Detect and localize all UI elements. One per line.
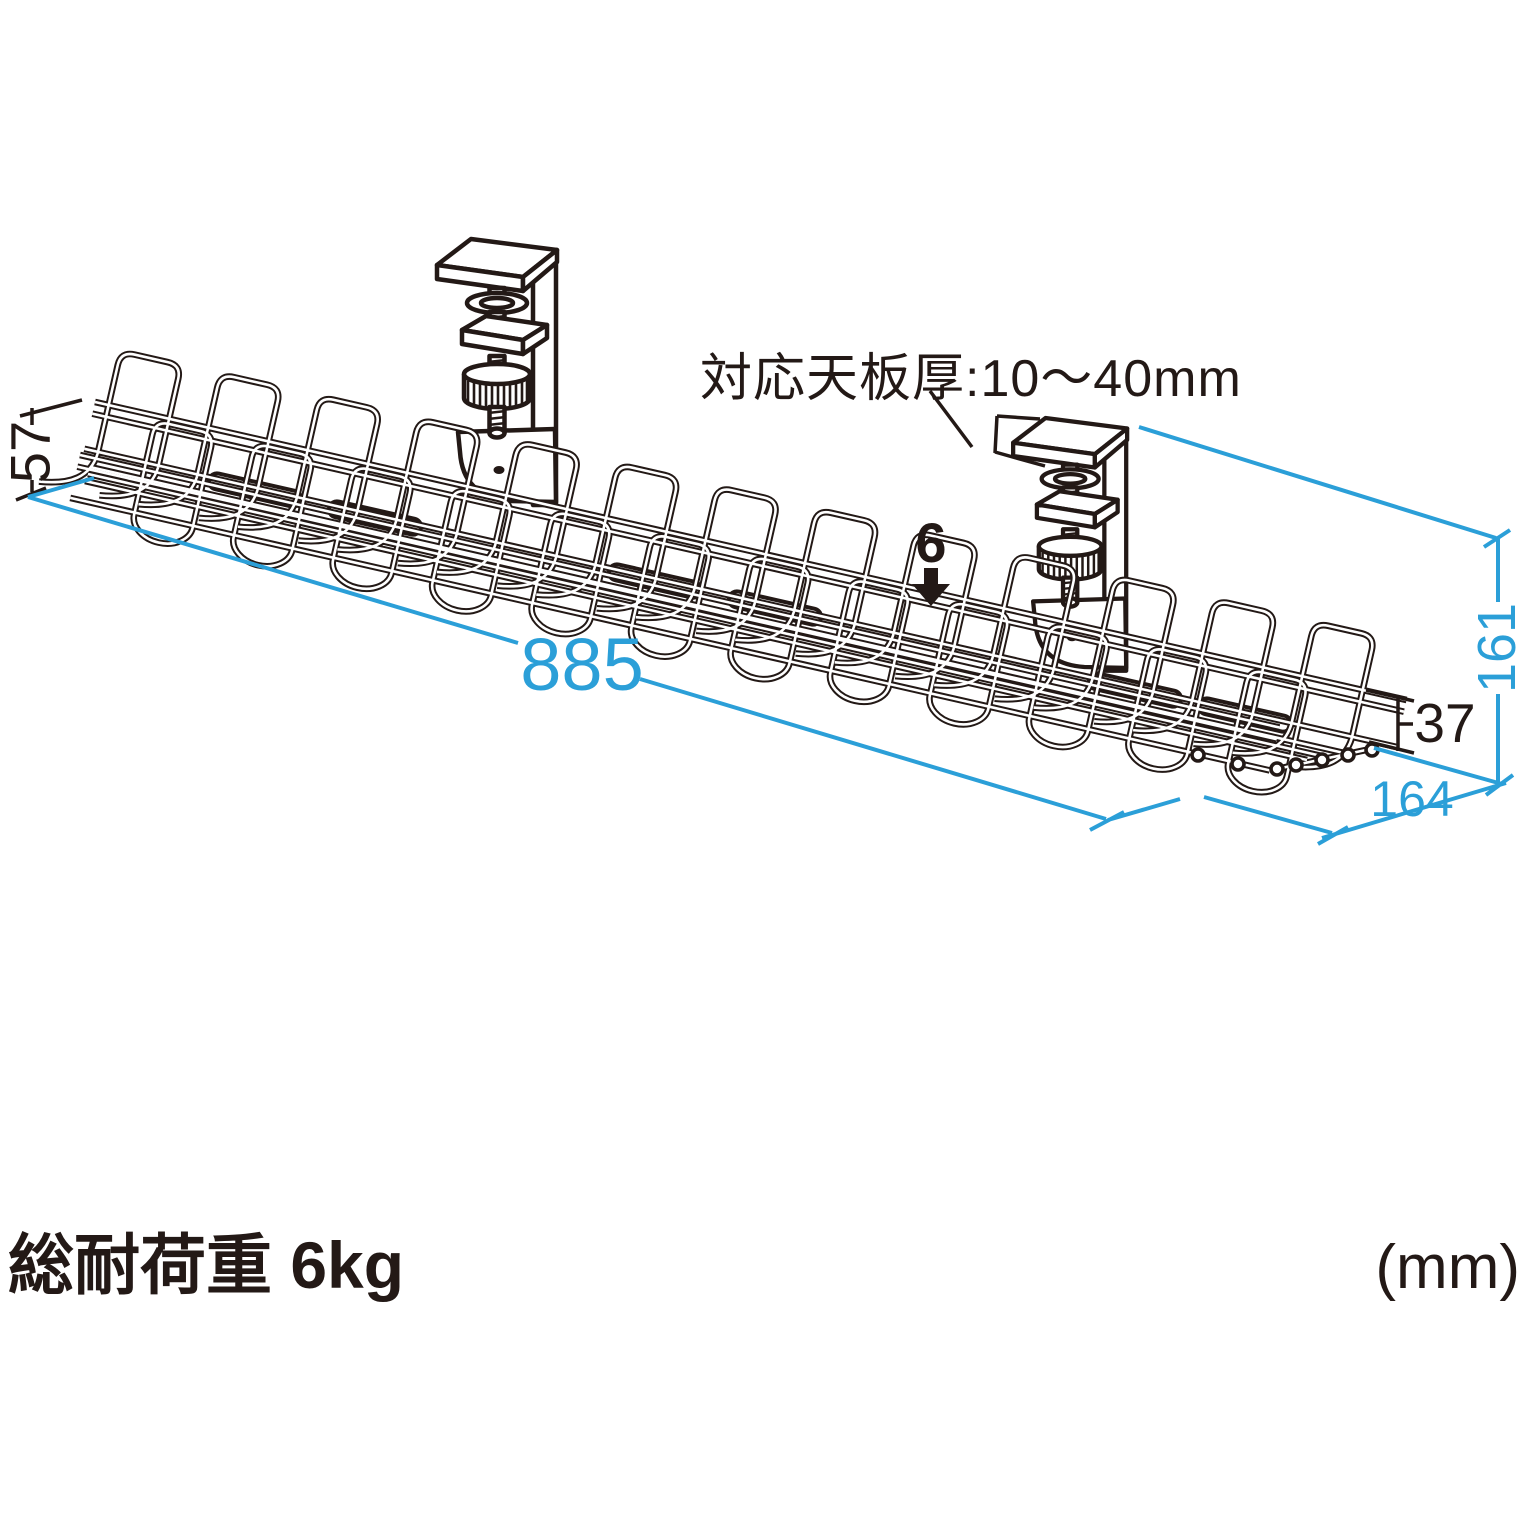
unit-label: (mm) [1375,1233,1520,1302]
dim-161-line [1138,425,1512,786]
dim-164-label: 164 [1370,771,1453,827]
dim-37-label: 37 [1414,692,1475,754]
desk-edge-lines [993,414,1046,468]
dim-885-line [27,476,1181,832]
wire-cable-tray [39,340,1419,798]
cable-count-label: 6 [915,511,946,574]
dim-885-label: 885 [520,623,643,706]
dim-57-label: 57 [0,421,62,483]
dim-885 [27,476,1181,832]
cable-count-marker: 6 [912,511,950,606]
dim-161 [1138,425,1512,786]
dim-37 [1365,688,1415,755]
desk-thickness-label: 対応天板厚:10〜40mm [700,350,1242,408]
dim-57: 57 [0,398,83,502]
load-capacity-label: 総耐荷重 6kg [8,1228,404,1302]
dim-164-line [1203,746,1515,846]
desk-clamp-left [437,239,557,505]
leader-line [928,389,974,449]
dim-161-label: 161 [1467,603,1527,693]
dim-37-line [1365,688,1415,755]
desk-thickness-callout [928,389,1046,468]
down-arrow-icon [912,568,950,606]
dim-164 [1203,746,1515,846]
